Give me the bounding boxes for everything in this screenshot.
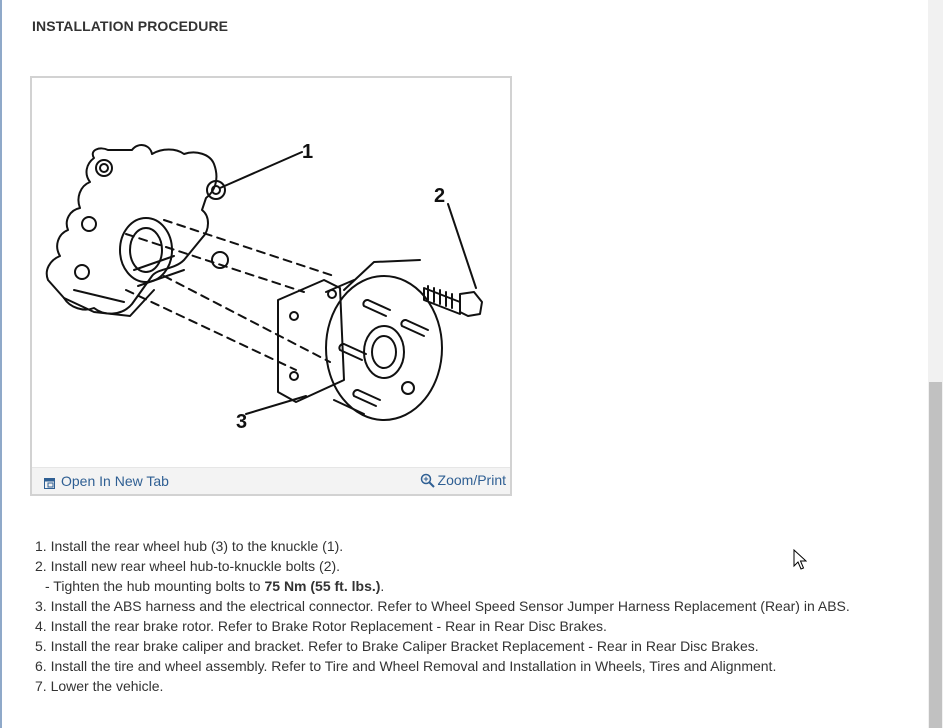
step-2-torque-spec: - Tighten the hub mounting bolts to 75 N… — [35, 576, 915, 596]
vertical-scrollbar[interactable] — [928, 0, 943, 728]
mouse-pointer-icon — [793, 549, 807, 570]
step-2: 2. Install new rear wheel hub-to-knuckle… — [35, 558, 341, 574]
zoom-print-label: Zoom/Print — [437, 472, 506, 488]
open-in-new-tab-label: Open In New Tab — [61, 473, 169, 489]
step-6: 6. Install the tire and wheel assembly. … — [35, 658, 777, 674]
callout-3: 3 — [236, 411, 247, 433]
hub-bolt — [423, 287, 461, 315]
figure-frame: 1 2 3 Open In New Tab Zoom/Print — [30, 76, 512, 496]
knuckle-outline — [45, 144, 218, 315]
hub-flange — [277, 279, 345, 403]
callout-1: 1 — [302, 141, 313, 163]
open-in-new-tab-link[interactable]: Open In New Tab — [44, 473, 169, 489]
hub-knuckle-diagram: 1 2 3 — [45, 141, 483, 433]
open-in-new-tab-icon — [44, 476, 55, 489]
zoom-print-link[interactable]: Zoom/Print — [420, 472, 506, 488]
torque-spec-value: 75 Nm (55 ft. lbs.) — [264, 578, 381, 594]
procedure-steps: 1. Install the rear wheel hub (3) to the… — [35, 536, 915, 696]
figure-toolbar: Open In New Tab Zoom/Print — [32, 467, 510, 494]
step-5: 5. Install the rear brake caliper and br… — [35, 638, 759, 654]
window-left-edge — [0, 0, 2, 728]
callout-2: 2 — [434, 185, 445, 207]
scrollbar-thumb[interactable] — [929, 382, 942, 728]
step-7: 7. Lower the vehicle. — [35, 678, 164, 694]
step-1: 1. Install the rear wheel hub (3) to the… — [35, 538, 344, 554]
torque-spec-prefix: - Tighten the hub mounting bolts to — [45, 578, 265, 594]
magnifier-icon — [420, 473, 435, 488]
hub-disc — [325, 275, 443, 421]
section-title: INSTALLATION PROCEDURE — [32, 18, 229, 34]
torque-spec-suffix: . — [380, 578, 385, 594]
step-3: 3. Install the ABS harness and the elect… — [35, 598, 850, 614]
step-4: 4. Install the rear brake rotor. Refer t… — [35, 618, 607, 634]
